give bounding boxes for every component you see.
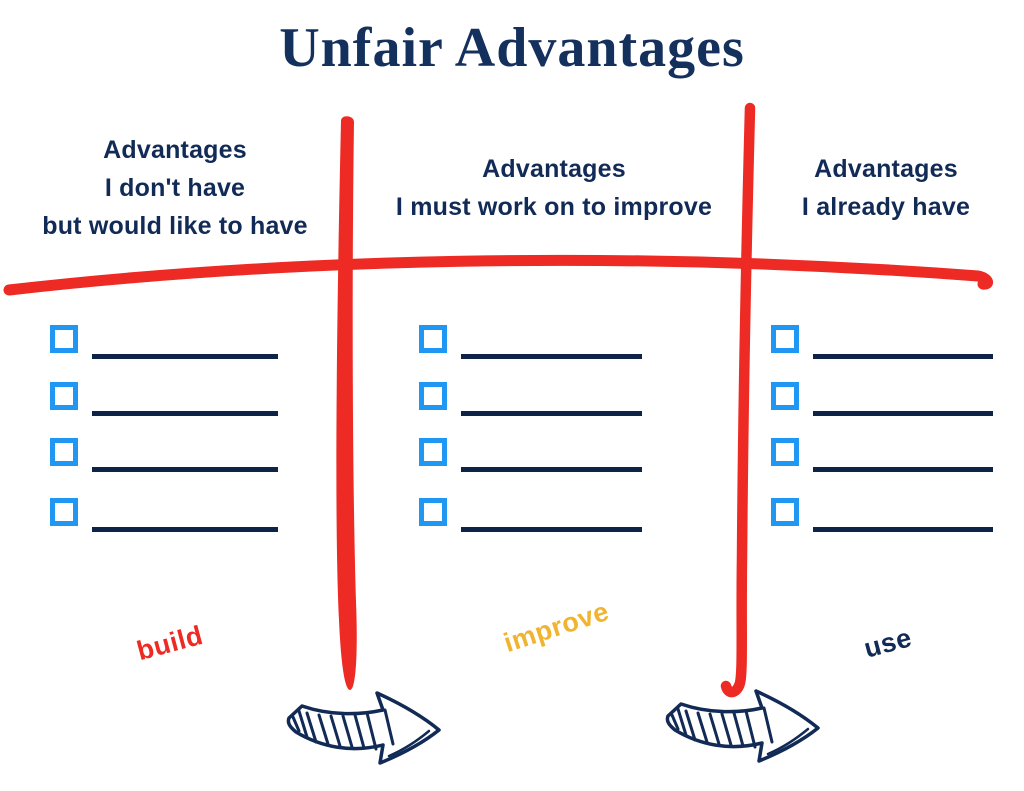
write-line	[461, 467, 642, 472]
write-line	[92, 411, 278, 416]
checkbox-icon[interactable]	[50, 325, 78, 353]
checkbox-icon[interactable]	[419, 325, 447, 353]
vertical-divider-line-right	[720, 102, 756, 698]
sketch-arrow-icon	[665, 689, 820, 763]
write-line	[461, 354, 642, 359]
header-line: I already have	[801, 193, 971, 221]
header-line: I must work on to improve	[395, 193, 713, 221]
checklist-row	[419, 438, 659, 474]
write-line	[813, 411, 993, 416]
header-line: Advantages	[482, 155, 626, 183]
write-line	[92, 354, 278, 359]
checklist-row	[50, 438, 290, 474]
header-line: but would like to have	[42, 212, 308, 240]
checkbox-icon[interactable]	[771, 498, 799, 526]
write-line	[92, 467, 278, 472]
checkbox-icon[interactable]	[50, 438, 78, 466]
checklist-row	[419, 325, 659, 361]
header-line: I don't have	[104, 174, 246, 202]
checklist-row	[771, 498, 1011, 534]
write-line	[92, 527, 278, 532]
checklist-row	[771, 438, 1011, 474]
write-line	[461, 411, 642, 416]
header-line: Advantages	[814, 155, 958, 183]
write-line	[813, 467, 993, 472]
column-header-dont-have: Advantages I don't have but would like t…	[0, 131, 350, 245]
checkbox-icon[interactable]	[50, 498, 78, 526]
write-line	[813, 354, 993, 359]
checklist-row	[50, 498, 290, 534]
checkbox-icon[interactable]	[419, 438, 447, 466]
checklist-row	[50, 382, 290, 418]
checkbox-icon[interactable]	[419, 498, 447, 526]
write-line	[813, 527, 993, 532]
header-line: Advantages	[103, 136, 247, 164]
column-header-already-have: Advantages I already have	[757, 150, 1015, 226]
horizontal-divider-line	[3, 254, 994, 296]
sketch-arrow-icon	[286, 691, 441, 765]
checkbox-icon[interactable]	[771, 382, 799, 410]
write-line	[461, 527, 642, 532]
checkbox-icon[interactable]	[771, 438, 799, 466]
checkbox-icon[interactable]	[771, 325, 799, 353]
checklist-row	[771, 382, 1011, 418]
checklist-row	[50, 325, 290, 361]
checkbox-icon[interactable]	[419, 382, 447, 410]
page-title: Unfair Advantages	[279, 17, 745, 79]
checkbox-icon[interactable]	[50, 382, 78, 410]
checklist-row	[771, 325, 1011, 361]
vertical-divider-line-left	[336, 116, 357, 690]
column-header-improve: Advantages I must work on to improve	[378, 150, 730, 226]
checklist-row	[419, 382, 659, 418]
checklist-row	[419, 498, 659, 534]
